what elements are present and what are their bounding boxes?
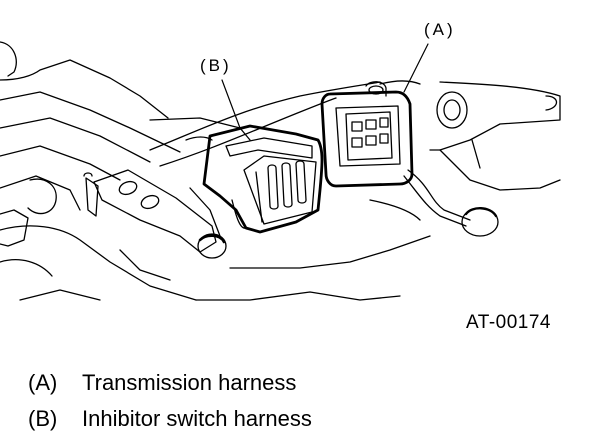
mounting-bracket (83, 169, 217, 253)
leader-lines (221, 43, 429, 129)
connector-b (185, 124, 324, 234)
connector-a (320, 81, 414, 188)
transmission-case (0, 41, 431, 301)
legend-key: (A) (28, 370, 58, 395)
legend-item-a: (A) Transmission harness (28, 370, 296, 396)
callout-a-label: (A) (424, 20, 456, 39)
ground-lead (369, 169, 499, 237)
legend-key: (B) (28, 406, 58, 431)
legend-text: Inhibitor switch harness (82, 406, 312, 431)
callout-b-label: (B) (200, 56, 232, 75)
legend-item-b: (B) Inhibitor switch harness (28, 406, 312, 432)
bolt (197, 233, 227, 259)
figure-code: AT-00174 (466, 312, 551, 333)
harness-cable (149, 80, 421, 167)
legend-text: Transmission harness (82, 370, 297, 395)
side-housing (429, 81, 561, 191)
